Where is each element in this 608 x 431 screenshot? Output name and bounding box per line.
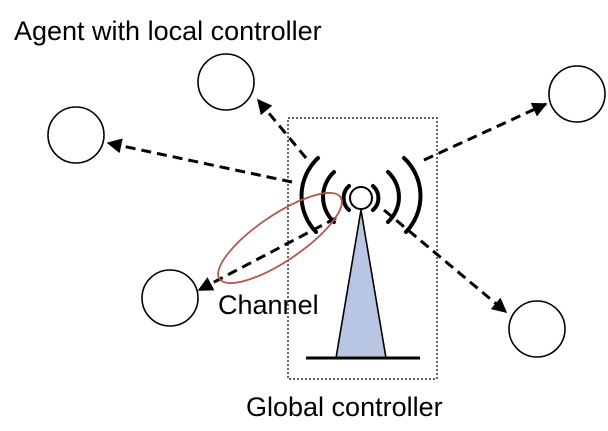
radio-waves-icon — [299, 156, 423, 234]
arrow-to-agent-bottom-right — [383, 208, 508, 314]
global-controller-box — [287, 117, 438, 380]
arrow-to-agent-left — [106, 138, 293, 184]
antenna-tip — [349, 186, 373, 210]
global-controller-label: Global controller — [246, 392, 443, 422]
arrow-to-agent-top-right — [423, 102, 548, 162]
radio-tower-icon — [306, 186, 420, 360]
channel-ellipse — [217, 192, 343, 284]
arrow-to-agent-bottom-left — [197, 216, 337, 292]
agent-label: Agent with local controller — [14, 16, 322, 46]
agent-node-bottom-left — [141, 269, 199, 327]
agent-node-top-right — [548, 65, 606, 123]
channel-label: Channel — [218, 290, 319, 320]
agent-node-bottom-right — [508, 300, 566, 358]
agent-node-left — [47, 106, 105, 164]
arrow-to-agent-top-left — [256, 98, 308, 159]
tower-body — [335, 209, 387, 359]
agent-node-top-left — [197, 53, 255, 111]
